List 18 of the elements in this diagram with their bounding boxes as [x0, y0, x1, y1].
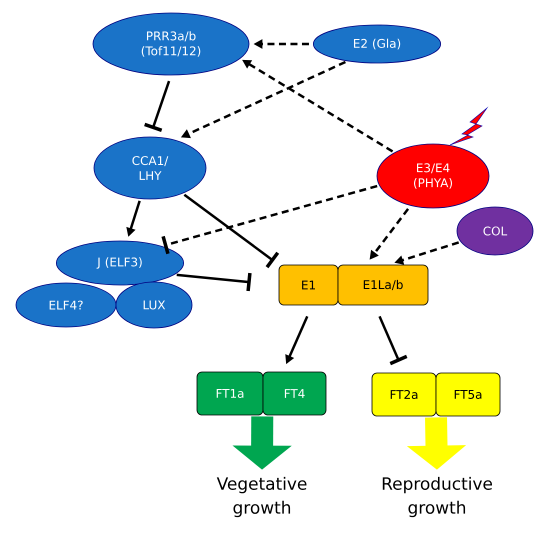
ellipse-node: J (ELF3)	[56, 240, 184, 286]
ellipse-node: LUX	[116, 282, 192, 328]
gene-box: FT4	[262, 372, 326, 416]
inhibition-line	[176, 272, 252, 292]
gene-box: E1La/b	[338, 264, 428, 306]
outcome-label: Vegetative growth	[216, 476, 306, 518]
inhibition-line	[144, 80, 170, 132]
ellipse-node: COL	[456, 206, 534, 256]
gene-box: E1	[278, 264, 338, 306]
ellipse-node: PRR3a/b (Tof11/12)	[92, 12, 250, 76]
ellipse-node: E2 (Gla)	[312, 24, 442, 64]
gene-box: FT1a	[196, 372, 264, 416]
gene-box: FT5a	[436, 372, 500, 416]
ellipse-node: E3/E4 (PHYA)	[376, 144, 490, 208]
ellipse-node: ELF4?	[16, 282, 116, 328]
gene-box: FT2a	[372, 372, 436, 416]
ellipse-node: CCA1/ LHY	[94, 136, 206, 200]
outcome-label: Reproductive growth	[382, 476, 492, 518]
